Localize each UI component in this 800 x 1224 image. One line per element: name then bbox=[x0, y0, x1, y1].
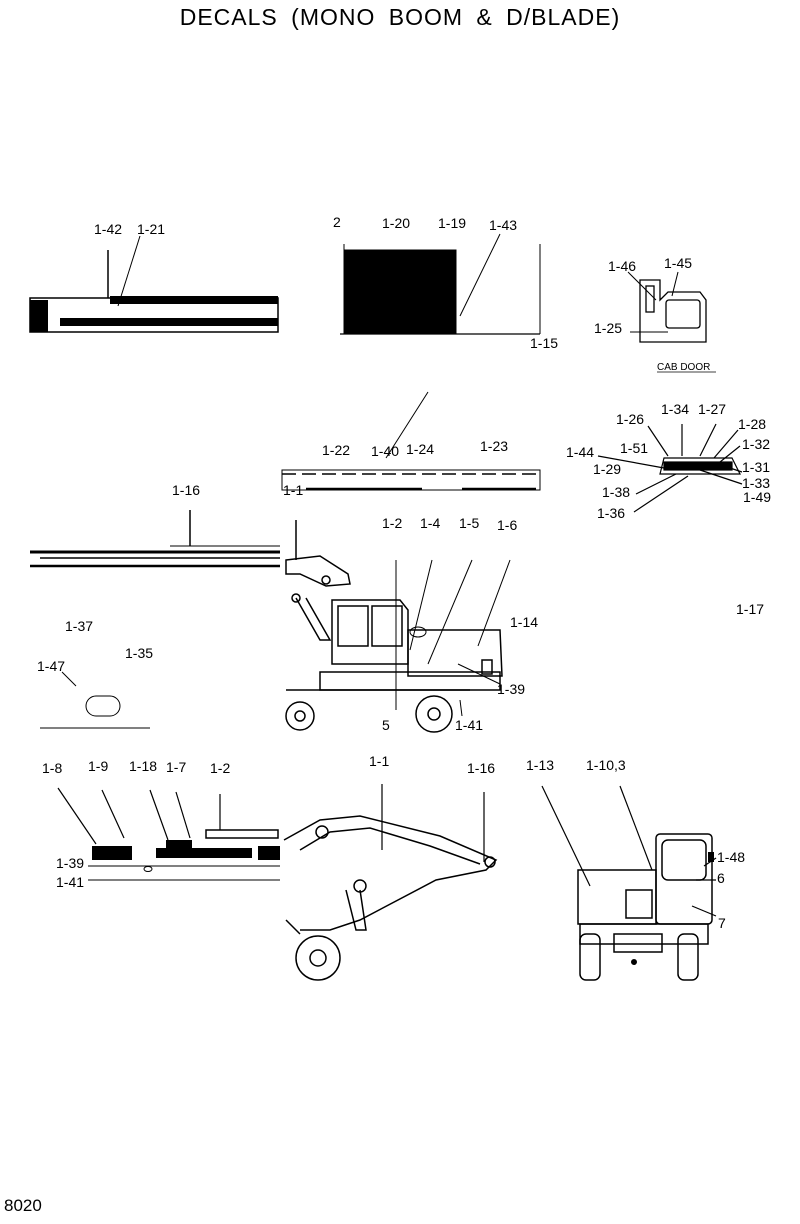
side-rail-view bbox=[281, 391, 541, 491]
cab-door-caption: CAB DOOR bbox=[657, 362, 710, 373]
loose-decals-view bbox=[40, 671, 150, 729]
callout-label: 1-19 bbox=[438, 215, 466, 231]
callout-label: 1-5 bbox=[459, 515, 479, 531]
excavator-side-view bbox=[285, 520, 511, 733]
callout-label: 1-39 bbox=[56, 855, 84, 871]
callout-label: 2 bbox=[333, 214, 341, 230]
callout-label: 1-44 bbox=[566, 444, 594, 460]
callout-label: 1-37 bbox=[65, 618, 93, 634]
callout-label: 1-45 bbox=[664, 255, 692, 271]
callout-label: 1-32 bbox=[742, 436, 770, 452]
lower-left-rail-view bbox=[57, 787, 280, 881]
callout-label: 1-1 bbox=[283, 482, 303, 498]
page-title: DECALS (MONO BOOM & D/BLADE) bbox=[179, 4, 621, 30]
callout-label: 1-38 bbox=[602, 484, 630, 500]
callout-label: 1-14 bbox=[510, 614, 538, 630]
callout-label: 1-4 bbox=[420, 515, 440, 531]
callout-label: 7 bbox=[718, 915, 726, 931]
callout-label: 1-9 bbox=[88, 758, 108, 774]
upper-left-rail-view bbox=[29, 235, 279, 333]
callout-label: 1-41 bbox=[455, 717, 483, 733]
callout-label: 1-48 bbox=[717, 849, 745, 865]
callout-label: 1-51 bbox=[620, 440, 648, 456]
callout-label: 1-23 bbox=[480, 438, 508, 454]
cab-roof-detail-view bbox=[597, 423, 743, 513]
callout-label: 1-20 bbox=[382, 215, 410, 231]
callout-label: 1-16 bbox=[467, 760, 495, 776]
callout-label: 1-49 bbox=[743, 489, 771, 505]
callout-label: 1-40 bbox=[371, 443, 399, 459]
callout-label: 1-2 bbox=[382, 515, 402, 531]
counterweight-plate-view bbox=[340, 233, 541, 335]
callout-label: 1-42 bbox=[94, 221, 122, 237]
callout-label: 1-8 bbox=[42, 760, 62, 776]
callout-label: 1-35 bbox=[125, 645, 153, 661]
callout-label: 1-7 bbox=[166, 759, 186, 775]
boom-arm-view bbox=[283, 784, 498, 981]
page-number: 8020 bbox=[4, 1196, 42, 1215]
callout-label: 1-21 bbox=[137, 221, 165, 237]
callout-label: 1-10,3 bbox=[586, 757, 626, 773]
callout-label: 1-22 bbox=[322, 442, 350, 458]
callout-label: 1-47 bbox=[37, 658, 65, 674]
callout-label: 1-1 bbox=[369, 753, 389, 769]
callout-label: 1-33 bbox=[742, 475, 770, 491]
callout-label: 1-13 bbox=[526, 757, 554, 773]
callout-label: 1-25 bbox=[594, 320, 622, 336]
callout-label: 1-24 bbox=[406, 441, 434, 457]
callout-label: 1-17 bbox=[736, 601, 764, 617]
callout-label: 1-2 bbox=[210, 760, 230, 776]
callout-label: 1-6 bbox=[497, 517, 517, 533]
callout-label: 1-28 bbox=[738, 416, 766, 432]
callout-label: 1-31 bbox=[742, 459, 770, 475]
excavator-rear-view bbox=[541, 785, 717, 981]
callout-label: 1-36 bbox=[597, 505, 625, 521]
callout-label: 5 bbox=[382, 717, 390, 733]
callout-label: 1-39 bbox=[497, 681, 525, 697]
callout-label: 1-46 bbox=[608, 258, 636, 274]
callout-label: 1-29 bbox=[593, 461, 621, 477]
callout-label: 6 bbox=[717, 870, 725, 886]
callout-label: 1-16 bbox=[172, 482, 200, 498]
callout-label: 1-15 bbox=[530, 335, 558, 351]
cab-door-view bbox=[627, 271, 707, 343]
callout-label: 1-18 bbox=[129, 758, 157, 774]
callout-label: 1-34 bbox=[661, 401, 689, 417]
callout-label: 1-41 bbox=[56, 874, 84, 890]
callout-label: 1-26 bbox=[616, 411, 644, 427]
callout-label: 1-43 bbox=[489, 217, 517, 233]
boom-stripe-view bbox=[30, 510, 280, 568]
callout-label: 1-27 bbox=[698, 401, 726, 417]
